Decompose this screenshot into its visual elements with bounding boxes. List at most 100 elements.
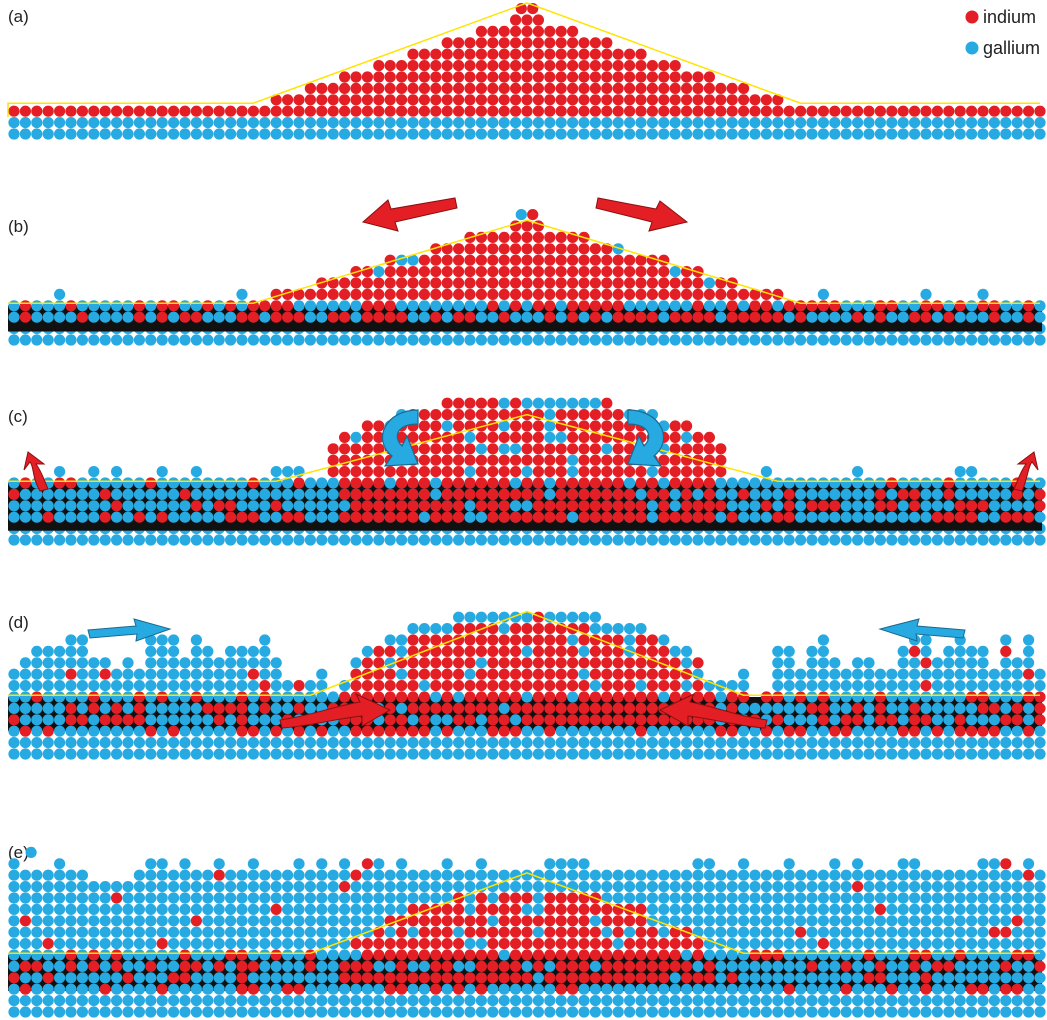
gallium-atom bbox=[1011, 668, 1023, 680]
gallium-atom bbox=[920, 534, 932, 546]
gallium-atom bbox=[840, 500, 852, 512]
gallium-atom bbox=[475, 714, 487, 726]
indium-atom bbox=[544, 691, 556, 703]
gallium-atom bbox=[1000, 748, 1012, 760]
gallium-atom bbox=[156, 702, 168, 715]
indium-atom bbox=[612, 48, 624, 60]
gallium-atom bbox=[8, 311, 20, 323]
indium-atom bbox=[977, 500, 989, 512]
gallium-atom bbox=[795, 881, 807, 893]
indium-atom bbox=[487, 105, 499, 117]
gallium-atom bbox=[225, 488, 237, 500]
indium-atom bbox=[498, 60, 510, 72]
gallium-atom bbox=[259, 881, 271, 893]
gallium-atom bbox=[236, 938, 248, 950]
gallium-atom bbox=[88, 466, 100, 478]
gallium-atom bbox=[430, 117, 442, 129]
gallium-atom bbox=[111, 466, 123, 478]
indium-atom bbox=[361, 82, 373, 94]
gallium-atom bbox=[122, 691, 134, 703]
indium-atom bbox=[544, 725, 556, 737]
gallium-atom bbox=[544, 477, 556, 489]
gallium-atom bbox=[977, 311, 989, 323]
indium-atom bbox=[19, 105, 31, 117]
gallium-atom bbox=[544, 534, 556, 546]
indium-atom bbox=[715, 105, 727, 117]
gallium-atom bbox=[168, 634, 180, 646]
indium-atom bbox=[578, 960, 590, 973]
gallium-atom bbox=[156, 488, 168, 500]
gallium-atom bbox=[863, 915, 875, 927]
red-curved-arrow-inward-right-icon bbox=[658, 692, 768, 729]
gallium-atom bbox=[76, 668, 88, 680]
indium-atom bbox=[977, 702, 989, 715]
gallium-atom bbox=[76, 725, 88, 737]
indium-atom bbox=[532, 431, 545, 443]
gallium-atom bbox=[1023, 1006, 1035, 1018]
gallium-atom bbox=[304, 500, 316, 512]
gallium-atom bbox=[909, 903, 921, 916]
indium-atom bbox=[635, 277, 647, 289]
gallium-atom bbox=[863, 737, 875, 749]
indium-atom bbox=[259, 691, 271, 703]
gallium-atom bbox=[658, 117, 670, 129]
gallium-atom bbox=[589, 623, 602, 635]
gallium-atom bbox=[8, 477, 20, 489]
gallium-atom bbox=[350, 915, 362, 927]
indium-atom bbox=[578, 657, 590, 669]
gallium-atom bbox=[396, 334, 408, 346]
gallium-atom bbox=[966, 534, 978, 546]
gallium-atom bbox=[133, 117, 145, 129]
gallium-atom bbox=[54, 949, 66, 961]
gallium-atom bbox=[601, 443, 613, 455]
gallium-atom bbox=[464, 960, 476, 973]
gallium-atom bbox=[806, 926, 818, 938]
indium-atom bbox=[1023, 869, 1035, 881]
gallium-atom bbox=[202, 477, 214, 489]
gallium-atom bbox=[897, 869, 909, 881]
gallium-atom bbox=[453, 611, 465, 623]
indium-atom bbox=[635, 48, 647, 60]
indium-atom bbox=[624, 466, 636, 478]
gallium-atom bbox=[65, 657, 77, 669]
indium-atom bbox=[418, 94, 430, 106]
indium-atom bbox=[327, 311, 339, 323]
gallium-atom bbox=[863, 300, 875, 312]
indium-atom bbox=[703, 71, 716, 83]
gallium-atom bbox=[441, 995, 453, 1007]
indium-atom bbox=[498, 94, 510, 106]
indium-atom bbox=[578, 277, 590, 289]
indium-atom bbox=[373, 691, 385, 703]
gallium-atom bbox=[236, 477, 248, 489]
indium-atom bbox=[304, 105, 316, 117]
indium-atom bbox=[441, 266, 453, 278]
gallium-atom bbox=[806, 657, 818, 669]
gallium-atom bbox=[1023, 334, 1035, 346]
gallium-atom bbox=[270, 334, 282, 346]
gallium-atom bbox=[168, 960, 180, 973]
indium-atom bbox=[612, 454, 624, 466]
indium-atom bbox=[669, 277, 681, 289]
indium-atom bbox=[487, 645, 499, 658]
gallium-atom bbox=[213, 128, 225, 140]
gallium-atom bbox=[31, 714, 43, 726]
gallium-atom bbox=[852, 737, 864, 749]
gallium-atom bbox=[1000, 702, 1012, 715]
gallium-atom bbox=[863, 477, 875, 489]
indium-atom bbox=[384, 949, 396, 961]
gallium-atom bbox=[179, 737, 191, 749]
indium-atom bbox=[635, 702, 647, 715]
indium-atom bbox=[418, 949, 430, 961]
gallium-atom bbox=[133, 892, 145, 904]
indium-atom bbox=[555, 94, 567, 106]
gallium-atom bbox=[373, 117, 385, 129]
indium-atom bbox=[715, 288, 727, 300]
gallium-atom bbox=[977, 915, 989, 927]
indium-atom bbox=[407, 511, 419, 523]
gallium-atom bbox=[156, 500, 168, 512]
gallium-atom bbox=[544, 431, 556, 443]
gallium-atom bbox=[1000, 915, 1012, 927]
indium-atom bbox=[509, 938, 522, 950]
gallium-atom bbox=[515, 209, 527, 221]
gallium-atom bbox=[270, 938, 282, 950]
